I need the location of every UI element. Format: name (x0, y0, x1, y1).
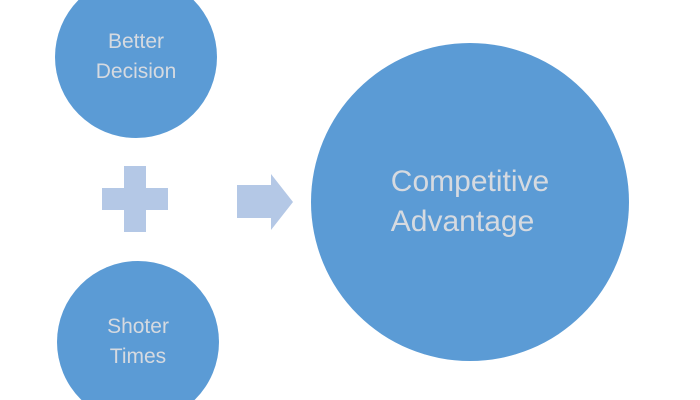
node-label-line: Advantage (390, 205, 535, 238)
node-shoter-times: Shoter Times (57, 261, 219, 400)
node-label: Competitive Advantage (391, 162, 549, 242)
node-label-line: Better (107, 30, 164, 53)
right-arrow-icon-shape (237, 174, 293, 230)
node-label: Shoter Times (107, 312, 169, 372)
plus-icon-shape (102, 166, 168, 232)
node-label-line: Decision (95, 60, 177, 83)
node-competitive-advantage: Competitive Advantage (311, 43, 629, 361)
node-better-decision: Better Decision (55, 0, 217, 138)
plus-icon (102, 166, 168, 232)
right-arrow-icon (237, 174, 293, 230)
node-label-line: Competitive (390, 165, 550, 198)
node-label: Better Decision (96, 27, 177, 87)
node-label-line: Shoter (107, 315, 169, 338)
node-label-line: Times (109, 345, 167, 368)
